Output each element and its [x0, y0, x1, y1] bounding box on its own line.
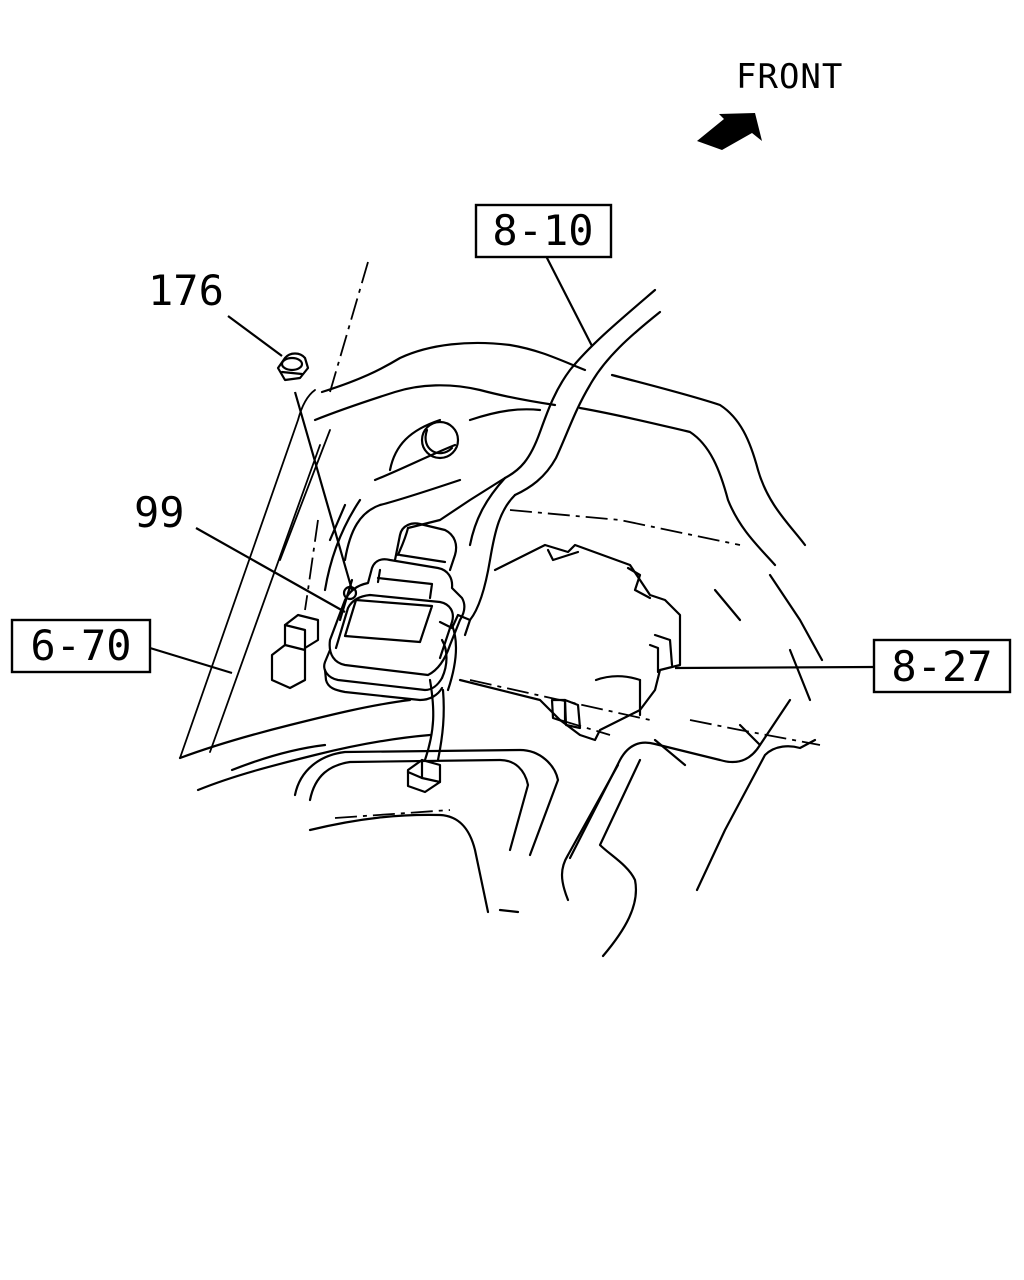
callout-8-10-label: 8-10 [492, 206, 593, 255]
front-arrow-icon [697, 113, 762, 150]
nut-176 [276, 352, 310, 382]
callout-8-27[interactable]: 8-27 [872, 638, 1012, 694]
callout-8-27-label: 8-27 [891, 642, 992, 691]
callout-8-10[interactable]: 8-10 [474, 203, 613, 259]
connector-block [270, 613, 320, 690]
callout-6-70-label: 6-70 [30, 621, 131, 670]
wiring-harness [323, 288, 662, 762]
callout-6-70[interactable]: 6-70 [10, 618, 152, 674]
sensor-unit [323, 522, 472, 702]
part-number-99[interactable]: 99 [134, 488, 185, 537]
harness-connector [406, 758, 442, 794]
front-label: FRONT [736, 57, 843, 97]
body-panel [178, 261, 824, 958]
control-module [458, 543, 682, 742]
part-number-176[interactable]: 176 [148, 266, 224, 315]
leader-lines [149, 255, 875, 675]
